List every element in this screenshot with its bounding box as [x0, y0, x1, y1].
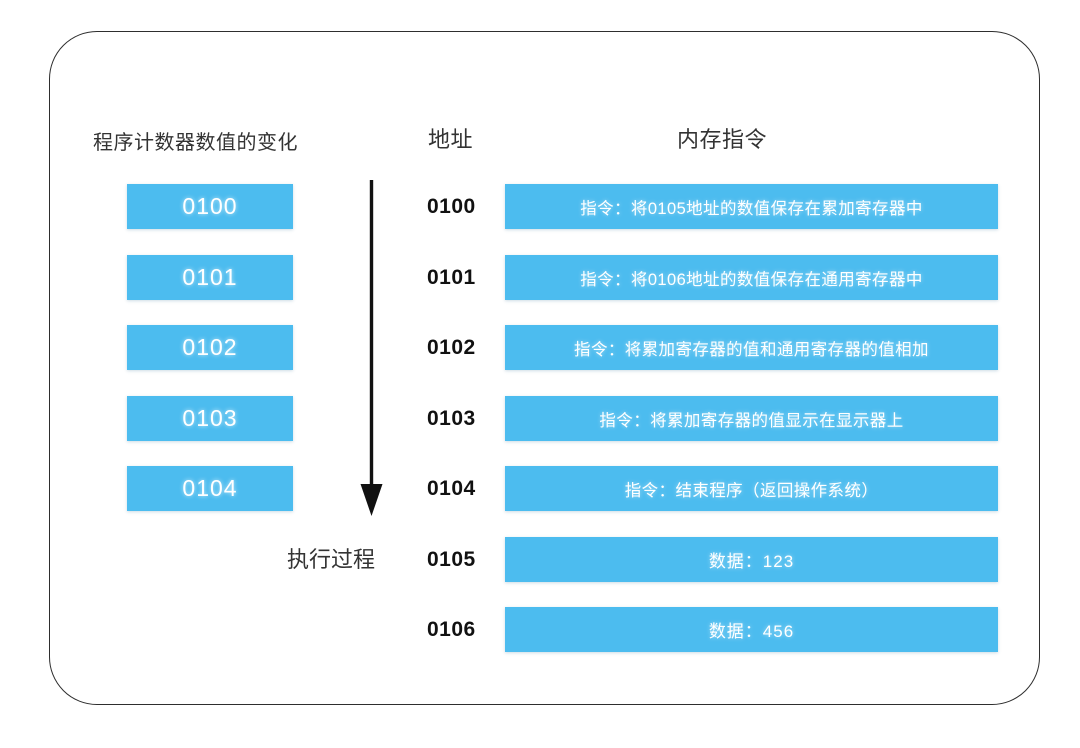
- program-counter-column-heading: 程序计数器数值的变化: [93, 132, 298, 154]
- program-counter-box: 0103: [127, 396, 293, 441]
- address-label: 0105: [427, 548, 476, 571]
- execution-process-label: 执行过程: [287, 547, 376, 572]
- memory-instruction-text: 指令：将0105地址的数值保存在累加寄存器中: [580, 199, 923, 218]
- memory-instruction-text: 指令：结束程序（返回操作系统）: [624, 481, 879, 500]
- program-counter-value: 0101: [182, 264, 238, 290]
- program-counter-value: 0103: [182, 405, 238, 431]
- address-label: 0100: [427, 195, 476, 218]
- memory-instruction-text: 指令：将0106地址的数值保存在通用寄存器中: [580, 270, 923, 289]
- address-label: 0103: [427, 407, 476, 430]
- program-counter-box: 0101: [127, 255, 293, 300]
- program-counter-box: 0102: [127, 325, 293, 370]
- program-counter-value: 0102: [182, 334, 238, 360]
- address-label: 0101: [427, 266, 476, 289]
- memory-instruction-text: 指令：将累加寄存器的值和通用寄存器的值相加: [574, 340, 929, 359]
- address-label: 0102: [427, 336, 476, 359]
- address-label: 0104: [427, 477, 476, 500]
- memory-data-text: 数据：123: [708, 552, 795, 571]
- memory-data-bar: 数据：123: [505, 537, 998, 582]
- memory-instruction-column-heading: 内存指令: [677, 127, 768, 152]
- program-counter-value: 0100: [182, 193, 238, 219]
- memory-data-bar: 数据：456: [505, 607, 998, 652]
- address-label: 0106: [427, 618, 476, 641]
- program-counter-box: 0100: [127, 184, 293, 229]
- memory-instruction-text: 指令：将累加寄存器的值显示在显示器上: [599, 411, 904, 430]
- program-counter-box: 0104: [127, 466, 293, 511]
- memory-instruction-bar: 指令：将0105地址的数值保存在累加寄存器中: [505, 184, 998, 229]
- memory-data-text: 数据：456: [708, 622, 795, 641]
- memory-instruction-bar: 指令：将0106地址的数值保存在通用寄存器中: [505, 255, 998, 300]
- memory-instruction-bar: 指令：将累加寄存器的值显示在显示器上: [505, 396, 998, 441]
- program-counter-value: 0104: [182, 475, 238, 501]
- address-column-heading: 地址: [428, 127, 474, 152]
- memory-instruction-bar: 指令：将累加寄存器的值和通用寄存器的值相加: [505, 325, 998, 370]
- down-arrow-icon: [360, 180, 383, 516]
- memory-instruction-bar: 指令：结束程序（返回操作系统）: [505, 466, 998, 511]
